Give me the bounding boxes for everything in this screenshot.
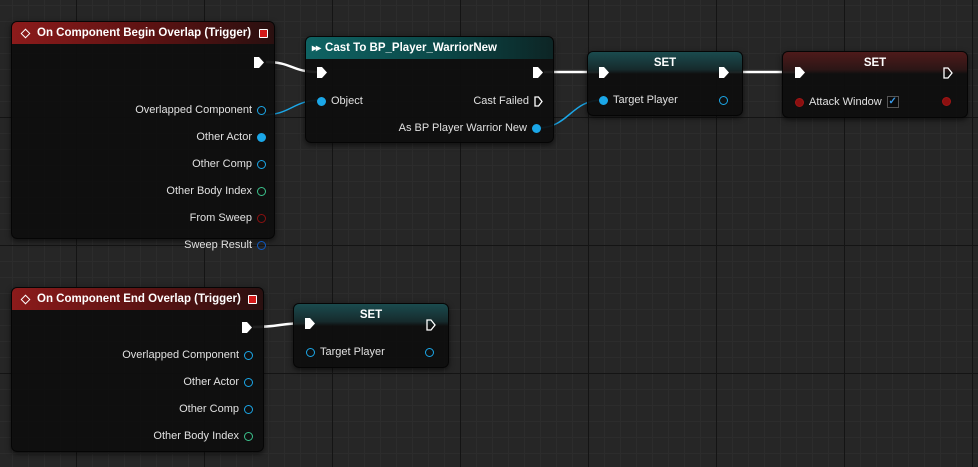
cast-title: Cast To BP_Player_WarriorNew xyxy=(325,42,497,54)
set-title: SET xyxy=(863,57,887,69)
pin-label-other-body-index: Other Body Index xyxy=(166,185,252,197)
exec-pin-icon[interactable] xyxy=(253,56,265,69)
pin-row-overlapped-component: Overlapped Component xyxy=(135,103,266,117)
cast-arrows-icon: ▸▸ xyxy=(312,42,321,54)
boolean-pin-icon[interactable] xyxy=(257,213,266,223)
exec-pin-icon[interactable] xyxy=(304,317,316,330)
object-pin-icon[interactable] xyxy=(244,404,253,414)
object-pin-icon[interactable] xyxy=(257,105,266,115)
pin-row-from-sweep: From Sweep xyxy=(190,211,266,225)
pin-label-other-comp: Other Comp xyxy=(179,403,239,415)
pin-label-target-player: Target Player xyxy=(320,346,385,358)
object-pin-icon[interactable] xyxy=(599,95,608,105)
end-overlap-title: On Component End Overlap (Trigger) xyxy=(37,293,241,305)
object-pin-icon[interactable] xyxy=(257,159,266,169)
boolean-pin-icon[interactable] xyxy=(795,97,804,107)
end-overlap-node[interactable]: On Component End Overlap (Trigger) Overl… xyxy=(11,287,264,452)
pin-row-other-body-index: Other Body Index xyxy=(166,184,266,198)
object-pin-icon[interactable] xyxy=(244,377,253,387)
integer-pin-icon[interactable] xyxy=(244,431,253,441)
set-target-header[interactable]: SET xyxy=(588,52,742,74)
pin-row-other-actor: Other Actor xyxy=(196,130,266,144)
set-title: SET xyxy=(653,57,677,69)
event-diamond-icon xyxy=(20,294,31,304)
object-pin-icon[interactable] xyxy=(719,96,728,105)
pin-row-other-comp: Other Comp xyxy=(192,157,266,171)
boolean-pin-icon[interactable] xyxy=(942,97,951,106)
attack-window-checkbox[interactable]: ✓ xyxy=(886,96,899,108)
integer-pin-icon[interactable] xyxy=(257,186,266,196)
begin-overlap-node[interactable]: On Component Begin Overlap (Trigger) Ove… xyxy=(11,21,275,251)
pin-label-cast-failed: Cast Failed xyxy=(473,95,529,107)
set-target-player-node-2[interactable]: SET Target Player xyxy=(293,303,449,368)
pin-row-object: Object xyxy=(317,94,363,108)
set-attack-header[interactable]: SET xyxy=(783,52,967,74)
object-pin-icon[interactable] xyxy=(244,350,253,360)
pin-row-target-player: Target Player xyxy=(306,345,385,359)
object-pin-icon[interactable] xyxy=(532,123,541,133)
exec-pin-icon[interactable] xyxy=(598,66,610,79)
object-pin-icon[interactable] xyxy=(257,132,266,142)
pin-label-attack-window: Attack Window xyxy=(809,96,882,108)
pin-label-from-sweep: From Sweep xyxy=(189,212,252,224)
pin-label-object: Object xyxy=(331,95,363,107)
set-title: SET xyxy=(359,309,383,321)
pin-row-other-body-index: Other Body Index xyxy=(153,429,253,443)
exec-out-hollow-icon[interactable] xyxy=(943,67,953,79)
set-target-header[interactable]: SET xyxy=(294,304,448,326)
object-pin-icon[interactable] xyxy=(306,347,315,357)
set-attack-window-node[interactable]: SET Attack Window ✓ xyxy=(782,51,968,118)
exec-pin-icon[interactable] xyxy=(241,321,253,334)
pin-row-cast-failed: Cast Failed xyxy=(473,94,543,108)
event-diamond-icon xyxy=(20,28,31,38)
event-close-icon xyxy=(248,295,257,304)
pin-label-other-body-index: Other Body Index xyxy=(153,430,239,442)
pin-label-sweep-result: Sweep Result xyxy=(184,239,252,251)
pin-row-as-bp-player: As BP Player Warrior New xyxy=(399,121,541,135)
set-target-player-node[interactable]: SET Target Player xyxy=(587,51,743,116)
pin-row-overlapped-component: Overlapped Component xyxy=(122,348,253,362)
exec-pin-icon[interactable] xyxy=(718,66,730,79)
pin-label-other-actor: Other Actor xyxy=(183,376,239,388)
begin-overlap-title: On Component Begin Overlap (Trigger) xyxy=(37,27,252,39)
exec-pin-icon[interactable] xyxy=(316,66,328,79)
object-pin-icon[interactable] xyxy=(425,348,434,357)
exec-pin-icon[interactable] xyxy=(794,66,806,79)
pin-label-other-actor: Other Actor xyxy=(196,131,252,143)
pin-row-other-actor: Other Actor xyxy=(183,375,253,389)
pin-label-as-bp-player: As BP Player Warrior New xyxy=(398,122,527,134)
pin-label-target-player: Target Player xyxy=(613,94,678,106)
end-overlap-header[interactable]: On Component End Overlap (Trigger) xyxy=(12,288,263,310)
event-close-icon xyxy=(259,29,268,38)
pin-label-overlapped-component: Overlapped Component xyxy=(122,349,239,361)
pin-label-overlapped-component: Overlapped Component xyxy=(135,104,252,116)
cast-node[interactable]: ▸▸ Cast To BP_Player_WarriorNew Object C… xyxy=(305,36,554,143)
pin-row-attack-window: Attack Window ✓ xyxy=(795,95,899,109)
pin-row-sweep-result: Sweep Result xyxy=(184,238,266,252)
struct-pin-icon[interactable] xyxy=(257,240,266,250)
object-pin-icon[interactable] xyxy=(317,96,326,106)
exec-pin-icon[interactable] xyxy=(532,66,544,79)
begin-overlap-header[interactable]: On Component Begin Overlap (Trigger) xyxy=(12,22,274,44)
exec-out-hollow-icon[interactable] xyxy=(534,95,543,107)
pin-row-target-player: Target Player xyxy=(599,93,678,107)
exec-out-hollow-icon[interactable] xyxy=(426,319,436,331)
cast-header[interactable]: ▸▸ Cast To BP_Player_WarriorNew xyxy=(306,37,553,59)
pin-row-other-comp: Other Comp xyxy=(179,402,253,416)
pin-label-other-comp: Other Comp xyxy=(192,158,252,170)
